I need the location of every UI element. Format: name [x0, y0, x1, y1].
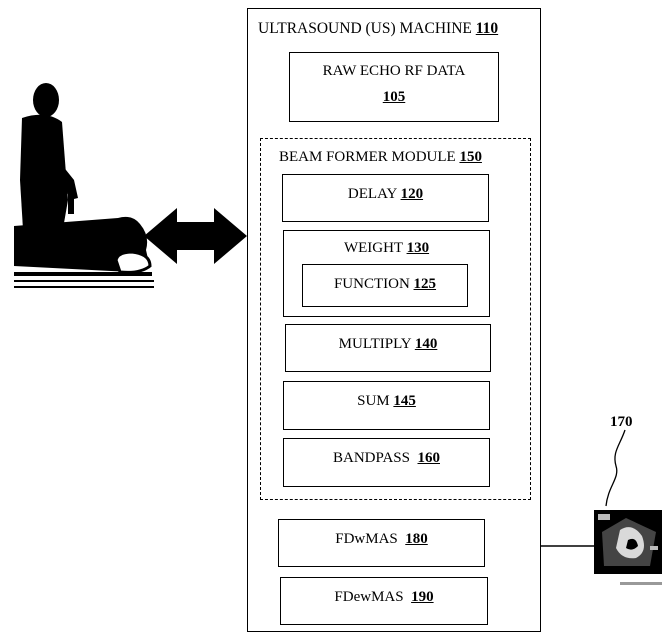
ultrasound-display-image	[594, 510, 662, 585]
display-ref-label: 170	[610, 413, 633, 431]
sonographer-patient-icon	[14, 83, 154, 288]
display-leader-line	[606, 430, 625, 506]
double-arrow-icon	[144, 208, 247, 264]
